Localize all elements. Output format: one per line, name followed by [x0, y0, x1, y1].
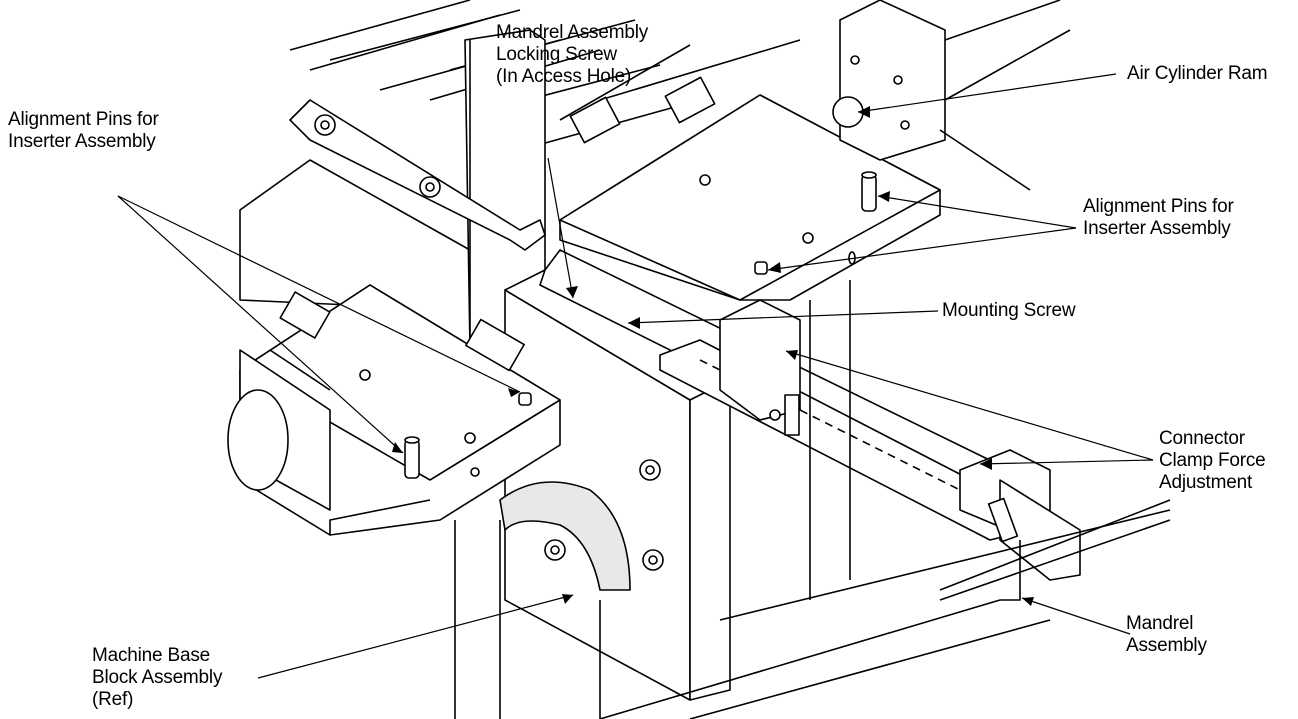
- label-machine-base: Machine Base Block Assembly (Ref): [92, 645, 223, 710]
- leader-clamp-b: [979, 459, 1154, 465]
- label-alignment-pins-right: Alignment Pins for Inserter Assembly: [1083, 196, 1234, 239]
- leader-pins-right-a: [877, 195, 1077, 229]
- leader-pins-left-b: [117, 195, 521, 393]
- leader-locking-screw: [547, 157, 574, 299]
- leader-machine-base: [257, 594, 574, 679]
- leader-arrowheads: [392, 106, 1034, 606]
- upper-rail-block: [290, 100, 545, 250]
- back-column: [465, 30, 545, 350]
- label-connector-clamp: Connector Clamp Force Adjustment: [1159, 428, 1266, 493]
- cylinder-mount-plate: [840, 0, 945, 160]
- leader-pins-right-b: [767, 227, 1077, 271]
- label-air-cylinder-ram: Air Cylinder Ram: [1127, 63, 1268, 84]
- leader-mounting-screw: [627, 310, 939, 324]
- adjustment-dial: [500, 482, 630, 590]
- leader-pins-left-a: [117, 195, 404, 454]
- label-mounting-screw: Mounting Screw: [942, 300, 1076, 321]
- label-alignment-pins-left: Alignment Pins for Inserter Assembly: [8, 109, 159, 152]
- leader-lines: [117, 73, 1154, 679]
- label-mandrel-locking-screw: Mandrel Assembly Locking Screw (In Acces…: [496, 22, 649, 87]
- label-mandrel-assembly: Mandrel Assembly: [1126, 613, 1207, 656]
- leader-mandrel: [1021, 597, 1131, 635]
- leader-clamp-a: [785, 350, 1154, 461]
- leader-air-cylinder: [857, 73, 1117, 113]
